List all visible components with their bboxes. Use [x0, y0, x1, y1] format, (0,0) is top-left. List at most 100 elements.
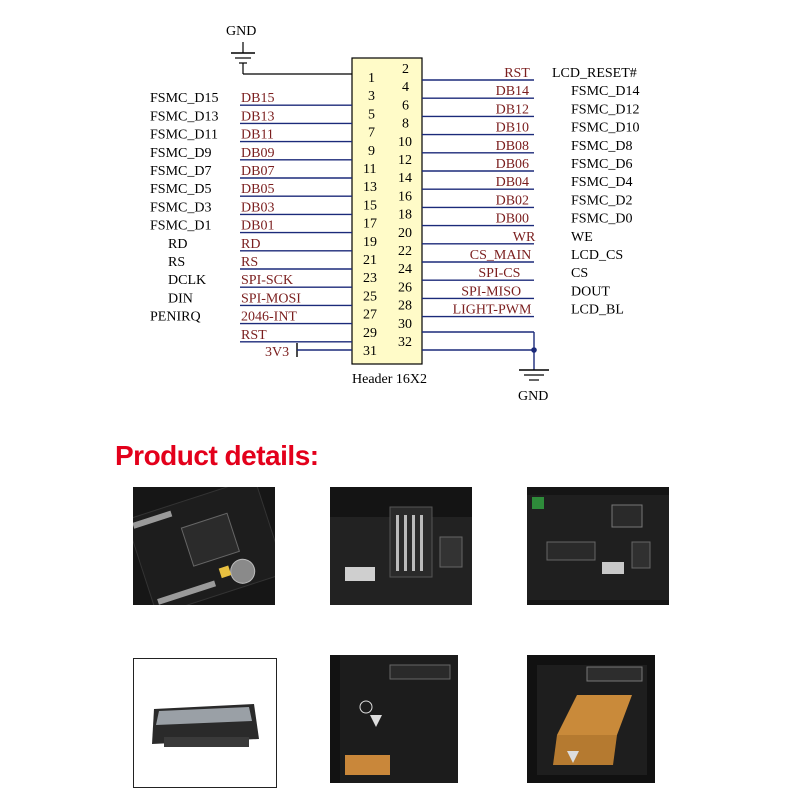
pin-number-26: 26	[398, 280, 412, 295]
pin-number-29: 29	[363, 326, 377, 341]
pin-number-10: 10	[398, 135, 412, 150]
left-signal-label: FSMC_D11	[150, 128, 218, 143]
pin-number-13: 13	[363, 180, 377, 195]
pin-number-6: 6	[402, 98, 409, 113]
pin-number-30: 30	[398, 317, 412, 332]
left-signal-label: FSMC_D5	[150, 182, 211, 197]
right-net-label: DB08	[496, 139, 529, 154]
pin-number-25: 25	[363, 289, 377, 304]
left-net-label: DB11	[241, 128, 274, 143]
v33-supply: 3V3	[265, 343, 352, 360]
pin-number-7: 7	[368, 126, 375, 141]
right-net-label: DB10	[496, 121, 529, 136]
pin-number-14: 14	[398, 171, 412, 186]
right-signal-label: FSMC_D8	[571, 139, 632, 154]
right-signal-label: FSMC_D0	[571, 212, 632, 227]
gnd-top-label: GND	[226, 24, 256, 39]
gnd-bottom-symbol: GND	[422, 331, 549, 404]
right-signal-label: LCD_CS	[571, 248, 623, 263]
left-net-label: DB05	[241, 182, 274, 197]
right-net-label: DB00	[496, 212, 529, 227]
right-net-label: RST	[504, 66, 530, 81]
left-signal-label: FSMC_D13	[150, 109, 218, 124]
pin-number-27: 27	[363, 308, 377, 323]
pin-number-21: 21	[363, 253, 377, 268]
board-mcu-closeup-photo	[133, 487, 275, 605]
pin-number-2: 2	[402, 62, 409, 77]
right-net-label: DB06	[496, 157, 529, 172]
board-usb-side-photo	[527, 487, 669, 605]
gnd-bottom-label: GND	[518, 389, 548, 404]
left-signal-label: RS	[168, 255, 185, 270]
pin-number-1: 1	[368, 71, 375, 86]
left-signal-label: PENIRQ	[150, 310, 201, 325]
pin-number-5: 5	[368, 107, 375, 122]
left-signal-label: DCLK	[168, 273, 206, 288]
pin-number-15: 15	[363, 198, 377, 213]
right-signal-label: CS	[571, 266, 588, 281]
right-net-label: SPI-CS	[478, 266, 520, 281]
pin-number-19: 19	[363, 235, 377, 250]
right-net-label: DB14	[496, 84, 529, 99]
gnd-top-symbol: GND	[226, 24, 352, 75]
pin-number-11: 11	[363, 162, 376, 177]
right-signal-label: FSMC_D10	[571, 121, 639, 136]
right-signal-label: WE	[571, 230, 593, 245]
left-net-label: DB03	[241, 200, 274, 215]
pin-number-22: 22	[398, 244, 412, 259]
right-signal-label: FSMC_D14	[571, 84, 639, 99]
pin-number-32: 32	[398, 335, 412, 350]
lcd-back-connector-photo	[330, 655, 458, 783]
right-signal-label: FSMC_D2	[571, 193, 632, 208]
left-net-label: DB09	[241, 146, 274, 161]
left-signal-label: FSMC_D9	[150, 146, 211, 161]
right-signal-label: FSMC_D4	[571, 175, 632, 190]
left-signal-label: FSMC_D15	[150, 91, 218, 106]
pin-number-31: 31	[363, 344, 377, 359]
right-net-label: WR	[513, 230, 536, 245]
right-net-label: CS_MAIN	[470, 248, 531, 263]
left-signal-label: FSMC_D3	[150, 200, 211, 215]
lcd-ribbon-cable-photo	[527, 655, 655, 783]
right-signal-label: FSMC_D6	[571, 157, 632, 172]
left-net-label: DB01	[241, 219, 274, 234]
left-net-label: RS	[241, 255, 258, 270]
left-net-label: 2046-INT	[241, 310, 297, 325]
left-net-label: SPI-SCK	[241, 273, 293, 288]
pin-number-17: 17	[363, 217, 377, 232]
right-net-label: DB12	[496, 102, 529, 117]
left-signal-label: FSMC_D1	[150, 219, 211, 234]
left-net-label: RST	[241, 328, 267, 343]
left-signal-label: DIN	[168, 291, 193, 306]
header-caption: Header 16X2	[352, 372, 427, 387]
pin-number-12: 12	[398, 153, 412, 168]
right-signal-label: LCD_RESET#	[552, 66, 637, 81]
right-signal-label: DOUT	[571, 284, 610, 299]
left-net-label: DB07	[241, 164, 274, 179]
left-net-label: RD	[241, 237, 260, 252]
right-net-label: DB02	[496, 193, 529, 208]
lcd-module-side-photo	[133, 658, 277, 788]
left-signal-label: FSMC_D7	[150, 164, 211, 179]
pin-number-20: 20	[398, 226, 412, 241]
pin-number-18: 18	[398, 208, 412, 223]
right-net-label: SPI-MISO	[461, 284, 521, 299]
board-header-pins-photo	[330, 487, 472, 605]
pin-number-28: 28	[398, 299, 412, 314]
pin-number-9: 9	[368, 144, 375, 159]
right-signal-label: FSMC_D12	[571, 102, 639, 117]
left-signal-label: RD	[168, 237, 187, 252]
right-net-label: LIGHT-PWM	[453, 303, 532, 318]
left-net-label: DB13	[241, 109, 274, 124]
product-details-heading: Product details:	[115, 440, 319, 471]
header-16x2-box	[351, 57, 423, 365]
left-net-label: DB15	[241, 91, 274, 106]
right-signal-label: LCD_BL	[571, 303, 624, 318]
pin-number-3: 3	[368, 89, 375, 104]
pin-number-8: 8	[402, 117, 409, 132]
left-net-label: SPI-MOSI	[241, 291, 301, 306]
v33-label: 3V3	[265, 345, 289, 360]
pin-number-23: 23	[363, 271, 377, 286]
pin-number-16: 16	[398, 189, 412, 204]
